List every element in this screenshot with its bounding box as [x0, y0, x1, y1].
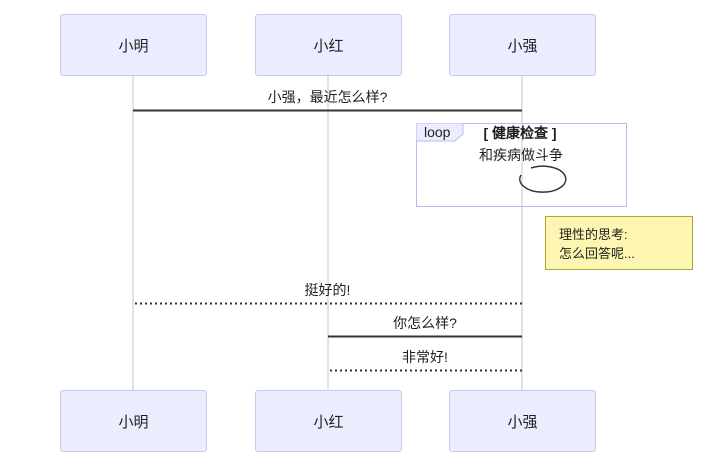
- note-box: 理性的思考: 怎么回答呢...: [545, 216, 693, 270]
- message-label-2: 挺好的!: [304, 282, 351, 298]
- note-line-1: 理性的思考:: [559, 227, 628, 242]
- actor-top-xiaoming: 小明: [60, 14, 207, 76]
- actor-bottom-xiaohong: 小红: [255, 390, 402, 452]
- message-label-1: 小强，最近怎么样?: [267, 89, 388, 105]
- self-message-label: 和疾病做斗争: [479, 147, 563, 163]
- loop-frame: [416, 123, 627, 207]
- message-label-3: 你怎么样?: [393, 315, 457, 331]
- actor-bottom-xiaoming: 小明: [60, 390, 207, 452]
- actor-label: 小明: [118, 37, 149, 55]
- message-label-4: 非常好!: [402, 349, 448, 365]
- actor-top-xiaohong: 小红: [255, 14, 402, 76]
- loop-condition: [ 健康检查 ]: [483, 125, 557, 141]
- loop-label-shape: [416, 123, 464, 142]
- actor-label: 小红: [313, 37, 344, 55]
- actor-label: 小红: [313, 413, 344, 431]
- actor-label: 小强: [507, 413, 538, 431]
- actor-label: 小强: [507, 37, 538, 55]
- actor-top-xiaoqiang: 小强: [449, 14, 596, 76]
- actor-label: 小明: [118, 413, 149, 431]
- note-line-2: 怎么回答呢...: [559, 246, 635, 261]
- self-loop-arrow: [519, 165, 567, 193]
- actor-bottom-xiaoqiang: 小强: [449, 390, 596, 452]
- loop-label-pentagon: [416, 123, 464, 142]
- loop-keyword: loop: [424, 124, 451, 140]
